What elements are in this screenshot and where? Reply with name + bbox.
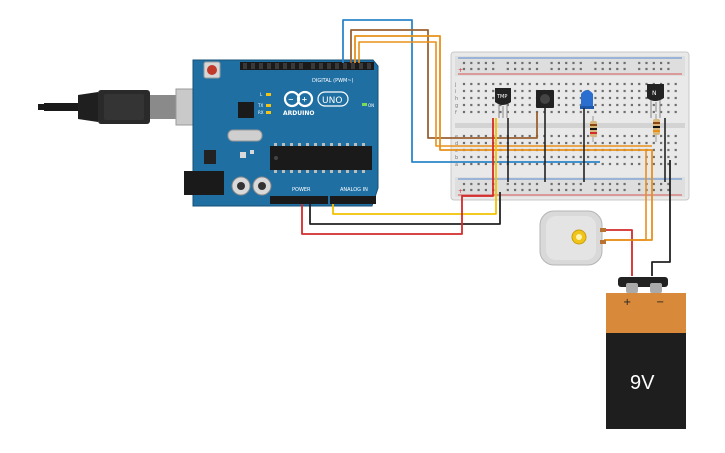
temperature-sensor[interactable]: TMP [495,88,511,118]
top-power-rail[interactable] [455,56,685,76]
analog-label: ANALOG IN [340,187,368,193]
arduino-logo: − + [283,90,314,108]
svg-text:−: − [288,96,294,104]
power-jack[interactable] [184,171,224,195]
usb-chip [238,102,254,118]
tx-label: TX [257,103,263,108]
power-header[interactable] [270,196,328,204]
arduino-brand: ARDUINO [283,110,314,117]
wire-red-5v[interactable] [301,118,494,235]
blue-led[interactable] [580,90,594,109]
row-e: e [455,134,458,140]
9v-battery[interactable]: + − 9V [606,277,686,429]
atmega-chip [270,146,372,170]
svg-text:+: + [302,96,308,104]
wire-blue[interactable] [342,19,600,163]
transistor-label: N [652,90,657,97]
row-j: j [454,82,456,88]
rx-led [266,111,271,114]
npn-transistor[interactable]: N [647,84,664,118]
on-led [362,103,367,106]
wire-yellow[interactable] [332,118,497,215]
dc-motor[interactable] [539,210,606,266]
reset-button-cap[interactable] [207,65,217,75]
tmp-label: TMP [496,94,507,100]
uno-badge [317,91,349,107]
row-h: h [455,96,458,102]
on-label: ON [368,103,374,108]
bottom-power-rail[interactable] [455,177,685,197]
regulator [204,150,216,164]
row-g: g [455,103,458,109]
crystal [227,129,263,142]
row-a: a [455,162,458,168]
digital-label: DIGITAL (PWM~) [312,78,354,84]
usb-cable [38,88,199,126]
battery-voltage: 9V [630,372,655,394]
arduino-uno-board[interactable]: DIGITAL (PWM~) − + UNO ARDUINO TX RX L O… [184,59,379,207]
digital-header[interactable] [240,62,374,70]
rail-plus-bottom: + [458,188,463,195]
wire-orange-motor[interactable] [604,150,647,241]
l-label: L [260,92,263,97]
resistor-2[interactable] [653,114,660,142]
rx-label: RX [258,110,264,115]
power-label: POWER [292,187,311,193]
wire-black-battery[interactable] [651,160,671,276]
tx-led [266,104,271,107]
resistor-1[interactable] [590,116,597,142]
uno-label: UNO [322,96,342,106]
rail-plus-top: + [458,67,463,74]
battery-body [606,333,686,429]
push-button[interactable] [536,90,554,108]
center-channel [455,123,685,128]
row-f: f [455,110,457,116]
capacitor-small [240,152,246,158]
wire-red-motor[interactable] [604,229,633,276]
analog-header[interactable] [330,196,376,204]
row-c: c [455,148,458,154]
wire-brown[interactable] [350,29,538,139]
battery-plus: + [623,297,631,308]
battery-minus: − [656,297,664,308]
wires [301,19,671,276]
l-led [266,93,271,96]
row-i: i [455,89,456,95]
wire-orange-long[interactable] [354,35,653,241]
wire-black-gnd[interactable] [309,192,501,225]
row-d: d [455,141,458,147]
row-b: b [455,155,458,161]
